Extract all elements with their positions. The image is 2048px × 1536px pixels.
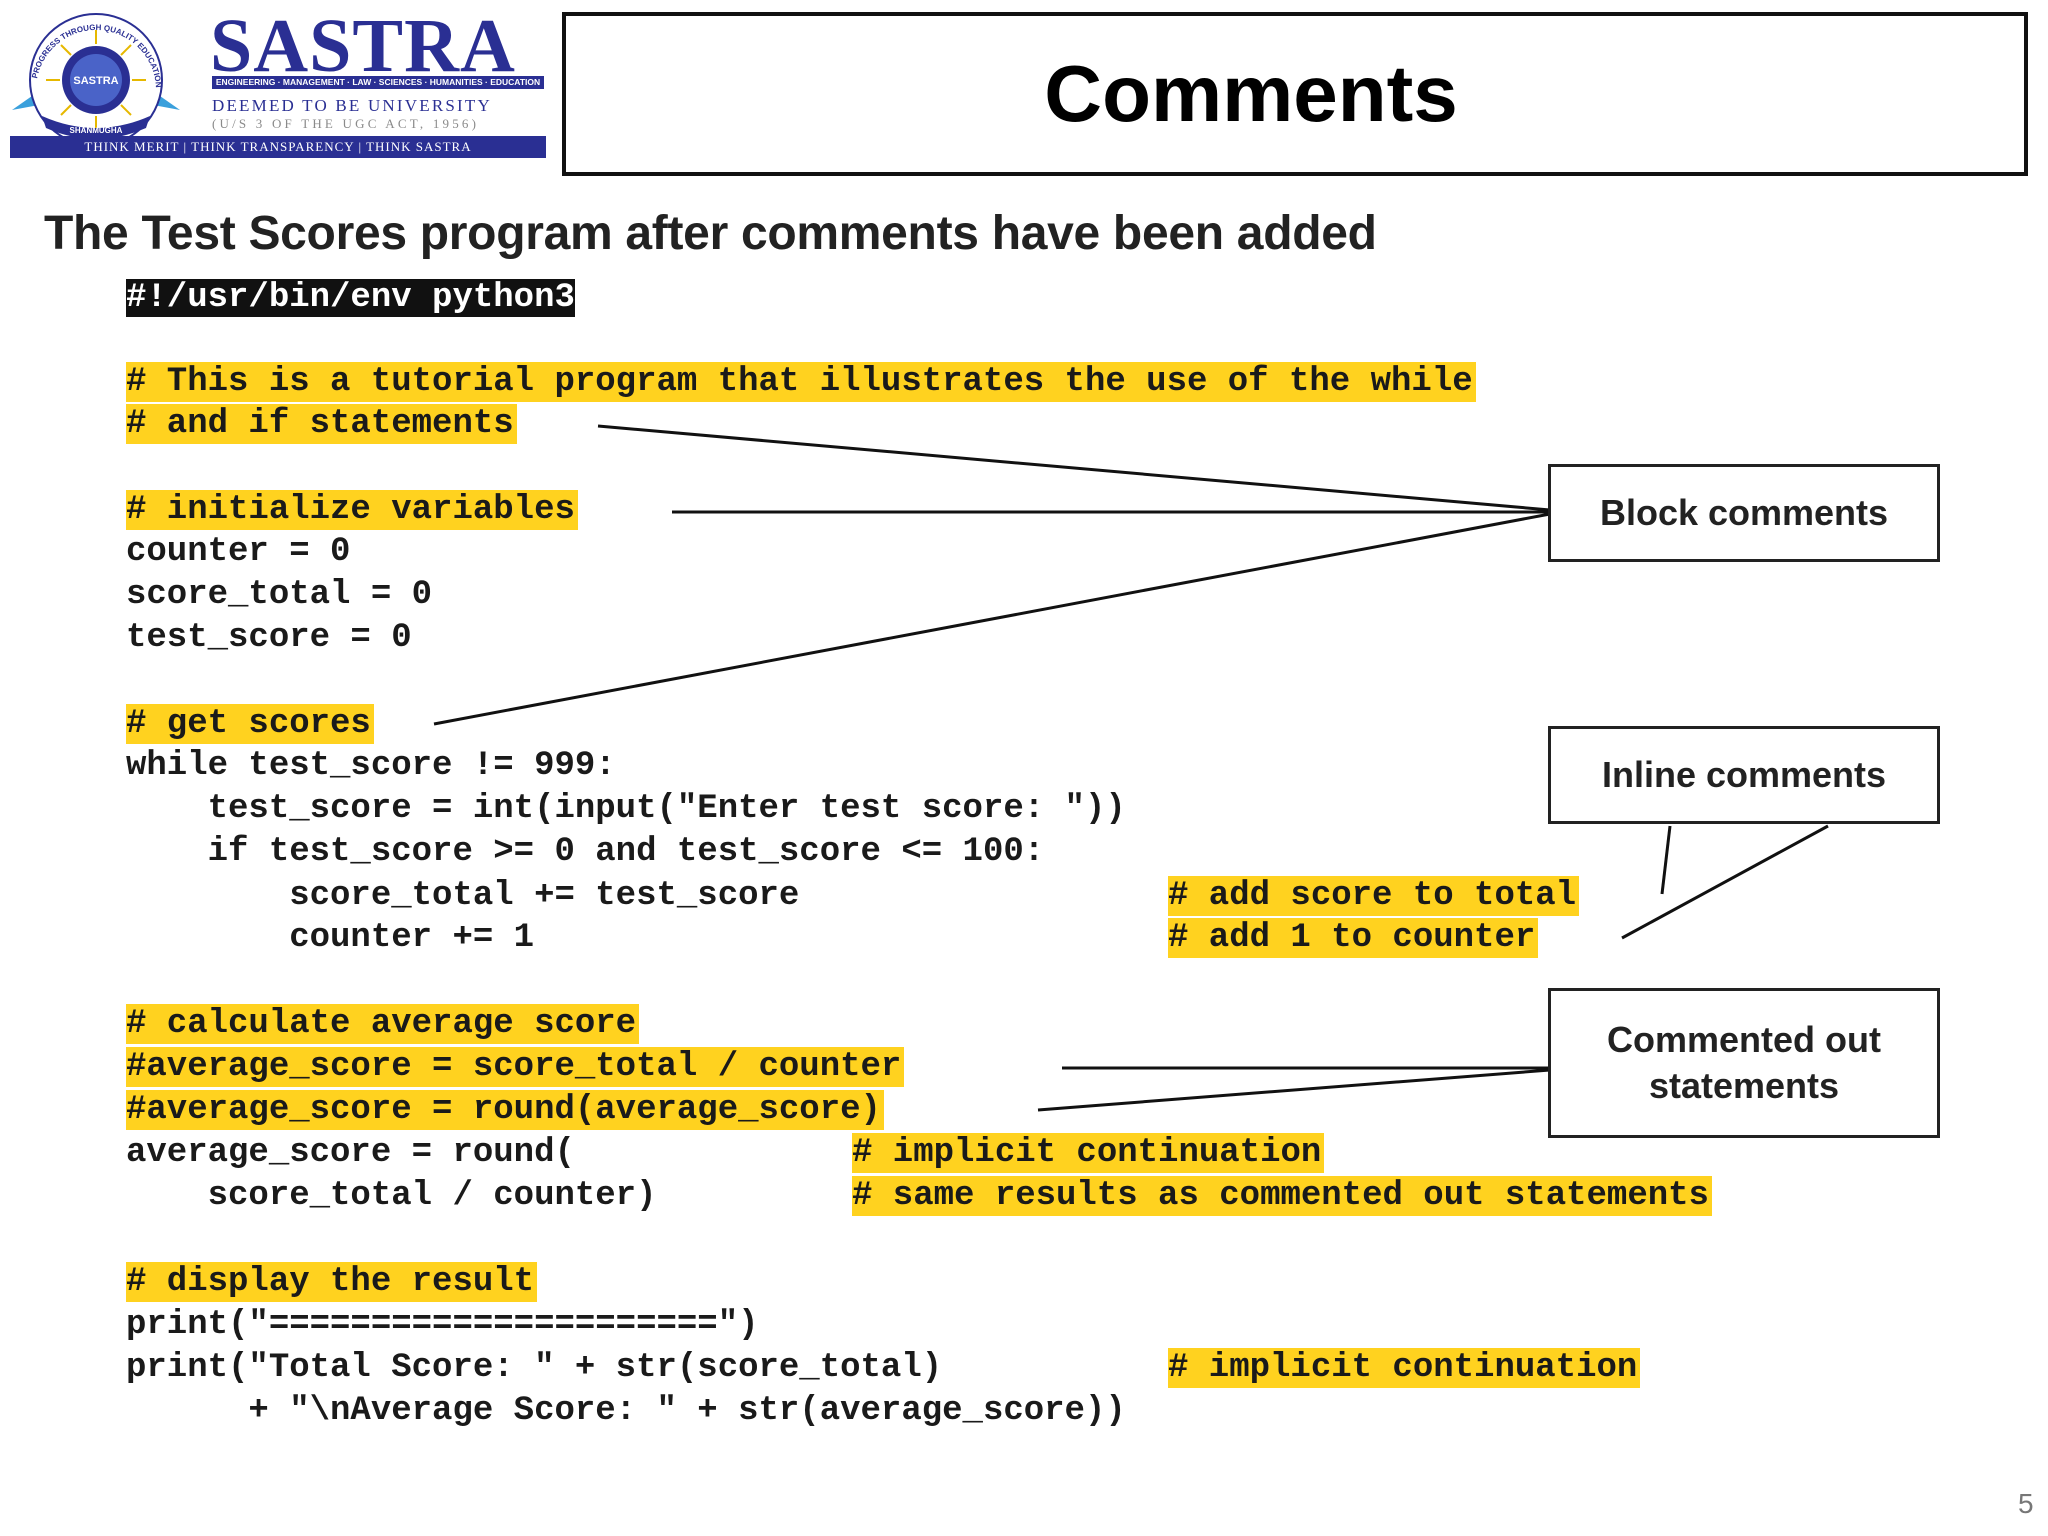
- block-comment: # display the result: [126, 1262, 538, 1302]
- code-line: #average_score = score_total / counter: [126, 1047, 905, 1087]
- code-line: # display the result: [126, 1262, 538, 1302]
- title-box: Comments: [562, 12, 2028, 176]
- logo-name: SASTRA: [210, 4, 516, 88]
- connector-line: [1660, 825, 1672, 895]
- inline-comment: # same results as commented out statemen…: [852, 1176, 1712, 1216]
- block-comment: # initialize variables: [126, 490, 578, 530]
- slide-title: Comments: [1044, 49, 1458, 138]
- code-line: # same results as commented out statemen…: [852, 1176, 1712, 1216]
- slide-subtitle: The Test Scores program after comments h…: [44, 207, 1377, 260]
- connector-line: [1621, 824, 1829, 940]
- code-line-shebang: #!/usr/bin/env python3: [126, 278, 575, 318]
- code-line: counter += 1: [126, 919, 535, 957]
- code-line: # and if statements: [126, 404, 517, 444]
- inline-comment: # add 1 to counter: [1168, 918, 1539, 958]
- sastra-emblem-icon: PROGRESS THROUGH QUALITY EDUCATION SASTR…: [12, 13, 180, 147]
- code-line: # initialize variables: [126, 490, 578, 530]
- code-line: while test_score != 999:: [126, 747, 616, 785]
- code-line: test_score = int(input("Enter test score…: [126, 790, 1126, 828]
- code-line: # add score to total: [1168, 876, 1580, 916]
- university-logo: PROGRESS THROUGH QUALITY EDUCATION SASTR…: [6, 4, 546, 158]
- code-line: # implicit continuation: [1168, 1348, 1641, 1388]
- callout-block-comments: Block comments: [1548, 464, 1940, 562]
- block-comment: # get scores: [126, 704, 374, 744]
- code-line: + "\nAverage Score: " + str(average_scor…: [126, 1392, 1126, 1430]
- code-line: # implicit continuation: [852, 1133, 1325, 1173]
- emblem-label: SASTRA: [73, 75, 118, 87]
- block-comment: # This is a tutorial program that illust…: [126, 362, 1476, 402]
- code-line: test_score = 0: [126, 619, 412, 657]
- logo-deemed: DEEMED TO BE UNIVERSITY: [212, 96, 492, 115]
- logo-ugc-act: (U/S 3 OF THE UGC ACT, 1956): [212, 116, 480, 131]
- inline-comment: # implicit continuation: [852, 1133, 1325, 1173]
- code-line: if test_score >= 0 and test_score <= 100…: [126, 833, 1045, 871]
- code-line: # add 1 to counter: [1168, 918, 1539, 958]
- connector-line: [597, 424, 1551, 512]
- shebang: #!/usr/bin/env python3: [126, 279, 575, 317]
- code-line: # This is a tutorial program that illust…: [126, 362, 1476, 402]
- page-number: 5: [2018, 1488, 2034, 1519]
- code-line: #average_score = round(average_score): [126, 1090, 884, 1130]
- inline-comment: # implicit continuation: [1168, 1348, 1641, 1388]
- callout-commented-out-statements: Commented out statements: [1548, 988, 1940, 1138]
- code-line: print("Total Score: " + str(score_total): [126, 1349, 943, 1387]
- code-line: print("======================"): [126, 1306, 759, 1344]
- code-line: counter = 0: [126, 533, 351, 571]
- block-comment: # and if statements: [126, 404, 517, 444]
- code-line: score_total = 0: [126, 576, 433, 614]
- code-line: score_total / counter): [126, 1177, 657, 1215]
- block-comment: # calculate average score: [126, 1004, 640, 1044]
- connector-line: [1037, 1068, 1551, 1112]
- logo-motto: THINK MERIT | THINK TRANSPARENCY | THINK…: [10, 136, 546, 158]
- code-line: score_total += test_score: [126, 877, 800, 915]
- code-line: # get scores: [126, 704, 374, 744]
- code-line: # calculate average score: [126, 1004, 640, 1044]
- commented-out-statement: #average_score = round(average_score): [126, 1090, 884, 1130]
- commented-out-statement: #average_score = score_total / counter: [126, 1047, 905, 1087]
- logo-disciplines: ENGINEERING · MANAGEMENT · LAW · SCIENCE…: [212, 76, 544, 89]
- connector-line: [433, 512, 1551, 726]
- inline-comment: # add score to total: [1168, 876, 1580, 916]
- callout-inline-comments: Inline comments: [1548, 726, 1940, 824]
- emblem-banner: SHANMUGHA: [70, 126, 123, 135]
- code-line: average_score = round(: [126, 1134, 575, 1172]
